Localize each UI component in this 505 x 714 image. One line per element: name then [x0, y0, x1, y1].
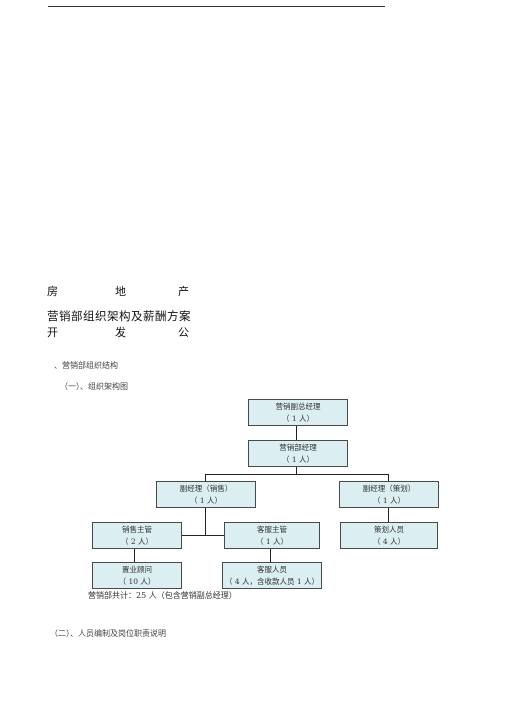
org-node-cs-lead: 客服主管 （ 1 人） — [224, 522, 320, 549]
connector-to-dep-plan — [388, 474, 389, 482]
org-node-manager: 营销部经理 （ 1 人） — [248, 440, 348, 467]
org-node-title: 营销副总经理 — [275, 402, 321, 411]
org-node-count: （ 2 人） — [120, 537, 154, 546]
connector-leads-bar — [182, 535, 224, 536]
org-node-title: 销售主管 — [122, 525, 152, 534]
org-total-note: 营销部共计：25 人（包含营销副总经理） — [88, 591, 237, 600]
org-node-cs-staff: 客服人员 （ 4 人，含收款人员 1 人） — [222, 562, 322, 589]
title-char-6: 公 — [178, 326, 189, 339]
connector-sales-consultant — [134, 548, 135, 562]
connector-dep-sales-down — [205, 507, 206, 535]
org-node-title: 置业顾问 — [122, 565, 152, 574]
section-heading-1: 、营销部组织结构 — [54, 361, 118, 370]
org-node-deputy-sales: 副经理（销售） （ 1 人） — [156, 481, 256, 508]
top-rule — [48, 6, 385, 7]
connector-to-dep-sales — [205, 474, 206, 482]
org-node-consultant: 置业顾问 （ 10 人） — [92, 562, 182, 589]
org-node-title: 副经理（销售） — [179, 484, 233, 493]
title-char-2: 地 — [115, 285, 126, 298]
org-node-count: （ 1 人） — [189, 496, 223, 505]
org-node-vp: 营销副总经理 （ 1 人） — [248, 399, 348, 426]
org-node-deputy-planning: 副经理（策划） （ 1 人） — [339, 481, 439, 508]
connector-vp-mgr — [296, 425, 297, 441]
section-subheading-org-chart: （一）、组织架构图 — [60, 382, 128, 391]
org-node-title: 策划人员 — [374, 525, 404, 534]
document-title: 营销部组织架构及薪酬方案 — [47, 309, 191, 323]
org-node-count: （ 1 人） — [281, 414, 315, 423]
section-subheading-staffing: （二）、人员编制及岗位职责说明 — [50, 629, 166, 638]
org-node-title: 客服主管 — [257, 525, 287, 534]
connector-dep-plan-planner — [388, 507, 389, 522]
connector-deputies-bar — [205, 474, 389, 475]
org-node-count: （ 10 人） — [118, 577, 156, 586]
org-node-count: （ 1 人） — [255, 537, 289, 546]
title-char-3: 产 — [178, 285, 189, 298]
org-node-title: 副经理（策划） — [362, 484, 416, 493]
org-node-count: （ 4 人，含收款人员 1 人） — [224, 577, 320, 586]
title-char-5: 发 — [115, 326, 126, 339]
title-char-1: 房 — [47, 285, 58, 298]
org-node-count: （ 1 人） — [281, 455, 315, 464]
org-node-planner: 策划人员 （ 4 人） — [340, 522, 438, 549]
org-node-count: （ 1 人） — [372, 496, 406, 505]
org-node-title: 营销部经理 — [279, 443, 317, 452]
connector-mgr-down — [296, 466, 297, 474]
org-node-count: （ 4 人） — [372, 537, 406, 546]
title-char-4: 开 — [47, 326, 58, 339]
connector-cs-staff — [270, 548, 271, 562]
org-node-sales-lead: 销售主管 （ 2 人） — [92, 522, 182, 549]
org-node-title: 客服人员 — [257, 565, 287, 574]
